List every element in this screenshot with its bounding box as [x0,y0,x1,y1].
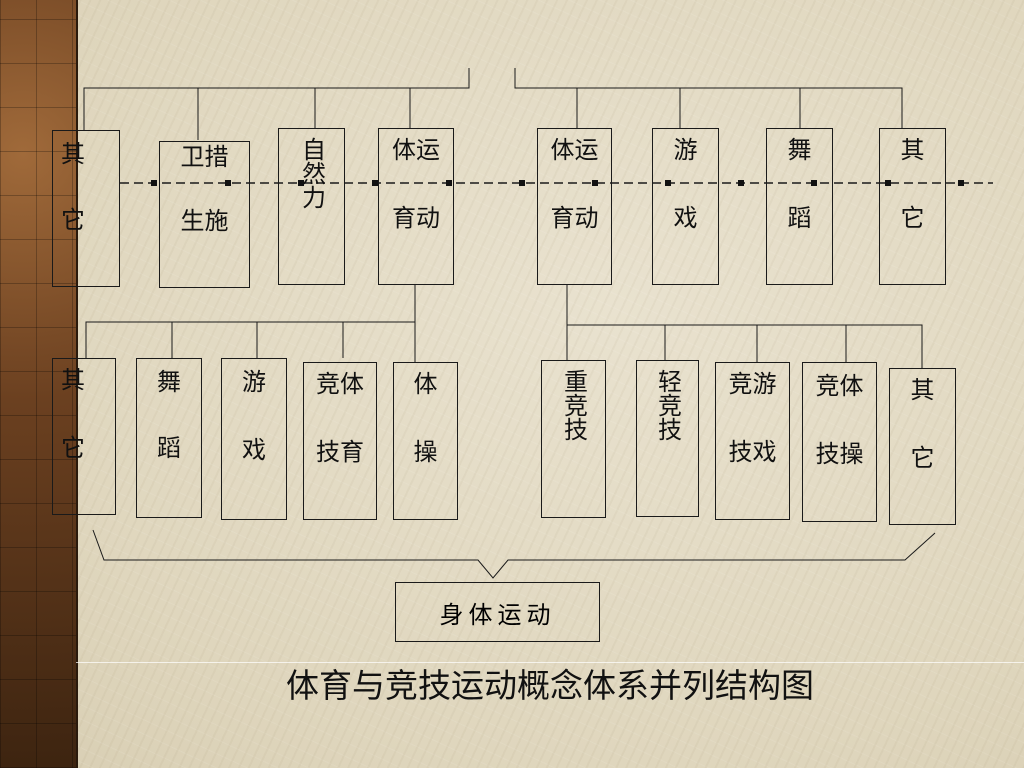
node-youxi-top: 游 戏 [652,128,719,285]
node-ziranli: 自然力 [278,128,345,285]
node-label-vertical: 重竞技 [559,369,588,441]
node-weisheng-cuoshi: 卫措 生施 [159,141,250,288]
top-left-bracket [83,68,470,130]
node-qing-jingji: 轻竞技 [636,360,699,517]
node-qita-top-2: 其 它 [879,128,946,285]
node-label-line2: 育动 [550,204,599,232]
node-label-line1: 游 [673,136,698,164]
node-zhong-jingji: 重竞技 [541,360,606,518]
node-label-line1: 体运 [550,136,599,164]
axis-markers [151,180,964,186]
node-label-line2: 戏 [242,436,266,464]
node-label-line1: 游 [242,368,266,396]
node-label-line1: 竞体 [815,372,864,400]
summary-node-shenti-yundong: 身体运动 [395,582,600,642]
node-label-line1: 体运 [392,136,440,164]
node-label-vertical: 自然力 [297,137,326,209]
node-wudao-bottom: 舞 蹈 [136,358,202,518]
node-label-line1: 体 [413,370,438,398]
node-qita-bottom-2: 其 它 [889,368,956,525]
node-label-line1: 舞 [787,136,812,164]
node-ticao: 体 操 [393,362,458,520]
node-label-line2: 操 [413,438,438,466]
node-jingji-ticao: 竞体 技操 [802,362,877,522]
footer-divider [76,662,1024,663]
node-label-line1: 舞 [157,368,181,396]
node-qita-top-1: 其 它 [52,130,120,287]
node-label-line1: 其 [61,366,85,394]
node-tiyu-yundong-left: 体运 育动 [378,128,454,285]
node-youxi-bottom: 游 戏 [221,358,287,520]
node-label-line2: 育动 [392,204,440,232]
node-label-line2: 蹈 [157,434,181,462]
node-label-line2: 它 [900,204,925,232]
node-label-line1: 其 [900,136,925,164]
node-label-line2: 技戏 [728,438,777,466]
node-jingji-tiyu: 竞体 技育 [303,362,377,520]
diagram-caption: 体育与竞技运动概念体系并列结构图 [286,666,814,705]
node-label-line1: 其 [910,376,935,404]
node-wudao-top: 舞 蹈 [766,128,833,285]
node-label-line2: 技操 [815,440,864,468]
node-label-line1: 竞体 [316,370,364,398]
node-label-line1: 竞游 [728,370,777,398]
node-label-line2: 生施 [180,207,229,235]
bottom-brace [92,529,936,579]
top-right-bracket [514,68,903,128]
node-label-line2: 戏 [673,204,698,232]
node-label-line2: 技育 [316,438,364,466]
node-label-line2: 它 [61,434,85,462]
node-label-line1: 卫措 [180,143,229,171]
node-label-line2: 它 [910,444,935,472]
node-jingji-youxi: 竞游 技戏 [715,362,790,520]
node-label-vertical: 轻竞技 [653,369,682,441]
node-tiyu-yundong-right: 体运 育动 [537,128,612,285]
decorative-side-strip [0,0,78,768]
node-label-line1: 其 [61,140,85,168]
node-label-line2: 它 [61,206,85,234]
node-qita-bottom-1: 其 它 [52,358,116,515]
node-label-line2: 蹈 [787,204,812,232]
